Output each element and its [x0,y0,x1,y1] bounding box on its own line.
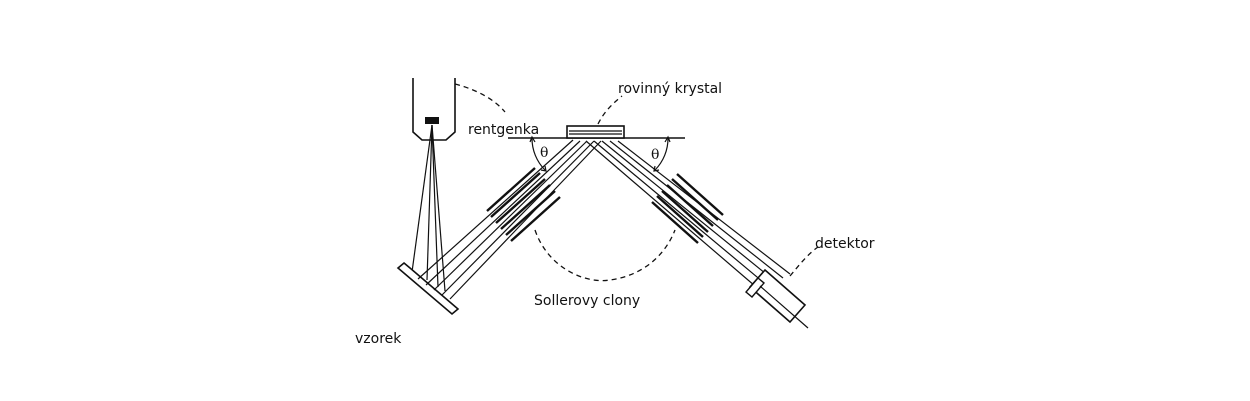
theta-right-label: θ [651,147,659,163]
sample-label: vzorek [355,331,402,347]
angle-arc-right [653,135,671,172]
collimator-leader-line [534,229,676,282]
collimators-label: Sollerovy clony [534,293,640,309]
tube-label: rentgenka [468,122,539,138]
detector-leader-line [789,246,819,277]
incident-beam [417,139,602,300]
soller-slits-left [486,167,561,242]
sample [396,261,460,316]
flat-crystal [566,125,625,139]
detector-label: detektor [815,236,875,252]
angle-arc-left [529,135,547,172]
diffracted-beam [585,140,791,293]
primary-beam [411,124,446,292]
crystal-leader-line [597,95,623,125]
xray-tube [412,78,456,141]
theta-left-label: θ [540,145,548,161]
detector [745,268,809,329]
crystal-label: rovinný krystal [618,81,722,97]
soller-slits-right [651,173,724,244]
tube-leader-line [454,83,506,113]
